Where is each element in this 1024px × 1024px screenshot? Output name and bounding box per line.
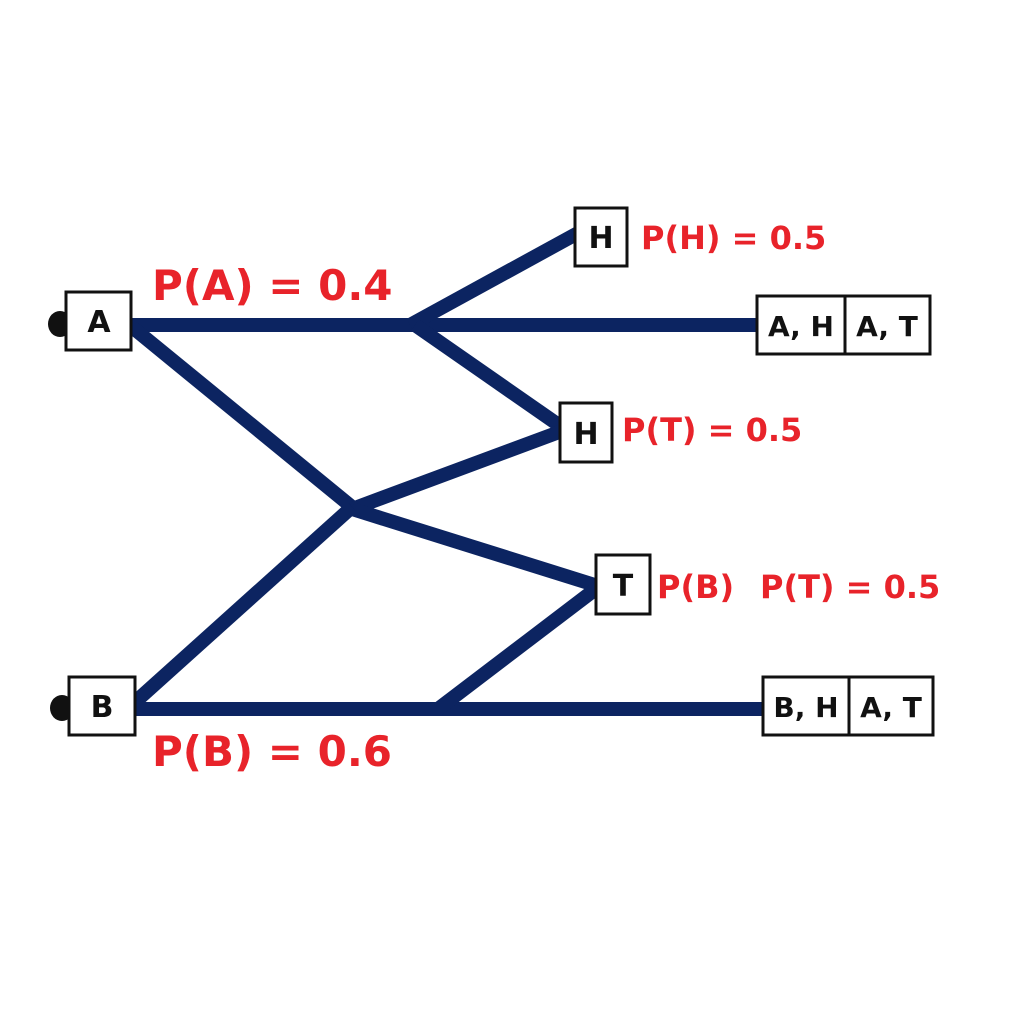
prob-b-small-label: P(B) (657, 568, 734, 606)
node-b-box (67, 675, 137, 737)
prob-t-mid-label: P(T) = 0.5 (622, 411, 802, 449)
prob-a-label: P(A) = 0.4 (152, 261, 393, 310)
outcome-ah-label: A, H (768, 310, 834, 343)
outcome-at-top-box (843, 294, 932, 356)
outcome-bh-label: B, H (773, 691, 838, 724)
edge-fork-h-mid (411, 319, 567, 434)
node-b-label: B (91, 690, 114, 725)
node-a-box (64, 290, 133, 352)
node-t-mid-label: T (613, 569, 634, 604)
node-a-label: A (87, 305, 111, 340)
outcome-at-top-label: A, T (856, 310, 918, 343)
outcome-ah-box (755, 294, 847, 356)
edge-cross-t (349, 502, 601, 593)
node-t-mid-box (594, 553, 652, 616)
node-h-mid-label: H (573, 417, 598, 452)
prob-t-low-label: P(T) = 0.5 (760, 568, 940, 606)
outcome-at-bottom-box (847, 675, 935, 737)
edge-cross-h-mid (349, 424, 565, 516)
prob-h-label: P(H) = 0.5 (641, 219, 826, 257)
edge-b-fork-t (433, 582, 602, 715)
prob-b-label: P(B) = 0.6 (152, 727, 392, 776)
node-h-mid-box (558, 401, 614, 464)
edge-fork-h-top (406, 226, 582, 332)
edge-a-cross (127, 321, 357, 513)
edge-b-cross (129, 501, 357, 709)
outcome-at-bottom-label: A, T (860, 691, 922, 724)
edges (127, 226, 765, 716)
node-h-top-label: H (588, 221, 613, 256)
outcome-bh-box (761, 675, 851, 737)
node-h-top-box (573, 206, 629, 268)
